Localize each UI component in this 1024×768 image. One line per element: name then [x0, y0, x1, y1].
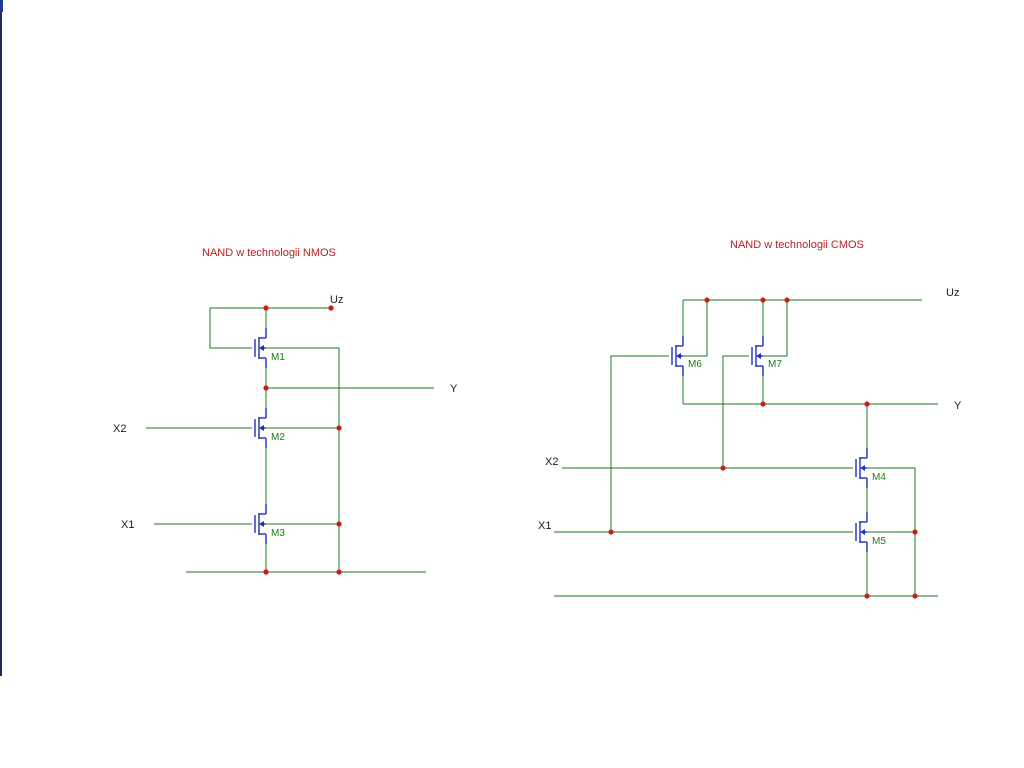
window-left-edge	[0, 0, 2, 676]
nmos-x1-label: X1	[121, 519, 134, 531]
nmos-node	[263, 305, 269, 311]
nmos-m2-label: M2	[271, 432, 285, 443]
nmos-title: NAND w technologii NMOS	[202, 247, 336, 259]
window-corner-accent	[0, 0, 3, 12]
nmos-m3-label: M3	[271, 528, 285, 539]
nmos-node	[336, 521, 342, 527]
cmos-node	[912, 593, 918, 599]
cmos-m7-body-wire	[763, 300, 788, 357]
nmos-node	[336, 425, 342, 431]
cmos-node	[720, 465, 726, 471]
cmos-title: NAND w technologii CMOS	[730, 239, 864, 251]
cmos-transistor-m4	[855, 447, 868, 489]
cmos-node	[704, 297, 710, 303]
cmos-node	[760, 297, 766, 303]
nmos-supply-label: Uz	[330, 294, 343, 306]
cmos-x2-label: X2	[545, 456, 558, 468]
cmos-m5-label: M5	[872, 536, 886, 547]
nmos-m1-gate-loop	[209, 308, 252, 349]
cmos-m6-label: M6	[688, 359, 702, 370]
nmos-node	[328, 305, 334, 311]
nmos-x2-label: X2	[113, 423, 126, 435]
cmos-m4-label: M4	[872, 472, 886, 483]
nmos-node	[263, 569, 269, 575]
cmos-m6-body-wire	[683, 300, 708, 357]
cmos-node	[608, 529, 614, 535]
cmos-x1-m6-gate-wire	[610, 355, 669, 532]
cmos-node	[864, 593, 870, 599]
cmos-transistor-m6	[671, 335, 684, 377]
cmos-node	[784, 297, 790, 303]
nmos-output-label: Y	[450, 383, 458, 395]
cmos-x2-m7-gate-wire	[722, 355, 749, 468]
nmos-transistor-m2	[254, 407, 267, 449]
nmos-nand-diagram: NAND w technologii NMOS Uz Y X2 X1 M1 M2…	[113, 247, 458, 575]
cmos-node	[864, 401, 870, 407]
cmos-node	[912, 529, 918, 535]
cmos-output-label: Y	[954, 400, 962, 412]
cmos-transistor-m7	[751, 335, 764, 377]
nmos-transistor-m1	[254, 327, 267, 369]
nmos-node	[263, 385, 269, 391]
nmos-transistor-m3	[254, 503, 267, 545]
cmos-x1-label: X1	[538, 520, 551, 532]
nmos-node	[336, 569, 342, 575]
cmos-transistor-m5	[855, 511, 868, 553]
nmos-body-bus	[266, 347, 340, 572]
cmos-supply-label: Uz	[946, 287, 959, 299]
cmos-m7-label: M7	[768, 359, 782, 370]
nmos-m1-label: M1	[271, 352, 285, 363]
cmos-nand-diagram: NAND w technologii CMOS Uz Y X2 X1	[538, 239, 962, 599]
cmos-body-bus	[867, 467, 916, 596]
cmos-node	[760, 401, 766, 407]
